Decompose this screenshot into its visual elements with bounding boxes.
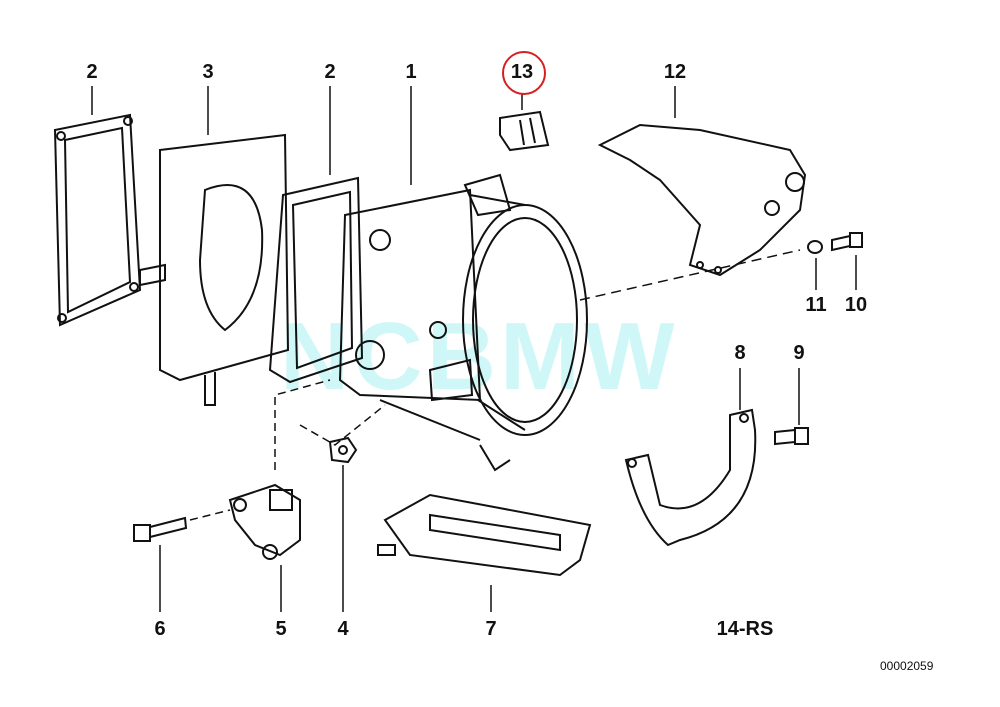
callout-1[interactable]: 1 [405,61,417,83]
callout-8[interactable]: 8 [734,342,746,364]
throttle-sensor-shape [228,483,301,560]
callout-4[interactable]: 4 [337,618,349,640]
throttle-housing-shape [338,173,588,472]
callout-2-right[interactable]: 2 [324,61,336,83]
nut-shape [328,436,358,464]
highlight-ring [502,51,546,95]
diagram-number: 00002059 [880,659,934,673]
bracket-shape [597,123,807,277]
callout-9[interactable]: 9 [793,342,805,364]
clip-shape [499,110,550,152]
washer-shape [807,240,823,254]
callout-11[interactable]: 11 [805,294,827,316]
screw-shape [133,516,188,542]
callout-2-left[interactable]: 2 [86,61,98,83]
bolt-right-shape [774,427,809,446]
intermediate-flange-shape [139,133,290,406]
callout-6[interactable]: 6 [154,618,166,640]
gasket-right-shape [268,176,364,384]
coolant-tray-shape [377,493,592,577]
leader-lines [91,86,857,612]
group-code: 14-RS [716,618,774,640]
callout-12[interactable]: 12 [663,61,687,83]
callout-7[interactable]: 7 [485,618,497,640]
callout-3[interactable]: 3 [202,61,214,83]
gasket-left-shape [53,113,142,327]
bolt-top-shape [831,232,863,252]
callout-10[interactable]: 10 [844,294,868,316]
callout-5[interactable]: 5 [275,618,287,640]
callout-13[interactable]: 13 [510,61,534,83]
heat-shield-shape [624,408,757,547]
